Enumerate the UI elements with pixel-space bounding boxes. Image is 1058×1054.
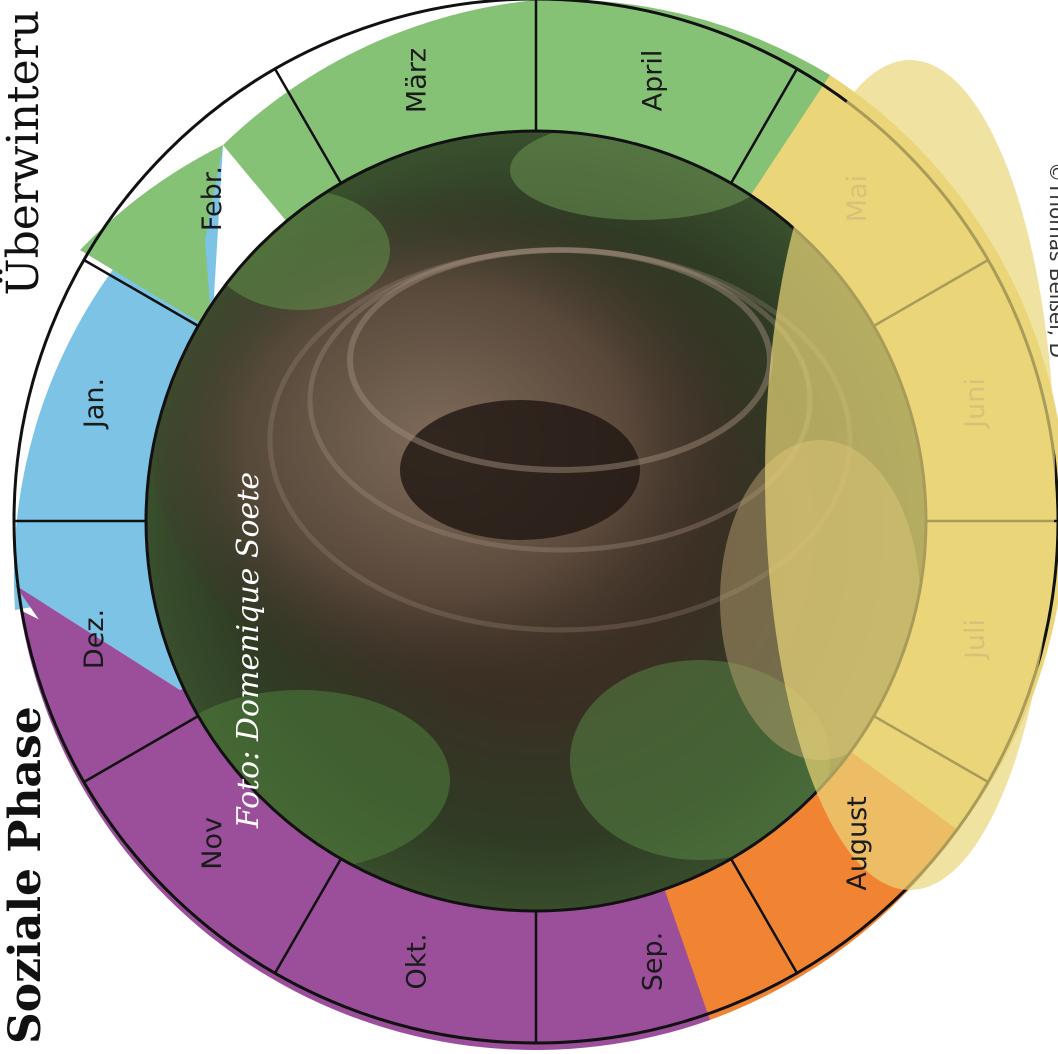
month-label-dez: Dez. (79, 609, 110, 669)
social-phase-title: Soziale Phase (0, 706, 51, 1044)
overwintering-title: Überwinteru (0, 10, 49, 295)
month-label-nov: Nov (197, 817, 228, 870)
month-label-juli: Juli (960, 619, 991, 661)
month-label-jan: Jan. (79, 378, 110, 430)
social-phase-overlay (765, 60, 1055, 890)
month-label-sep: Sep. (638, 932, 669, 991)
copyright-text: ©Thomas Beißel, D (1045, 162, 1058, 358)
month-label-maerz: März (402, 48, 433, 113)
photo-credit: Foto: Domenique Soete (231, 472, 266, 829)
month-label-juni: Juni (960, 378, 991, 430)
month-label-febr: Febr. (197, 166, 228, 231)
month-label-april: April (638, 50, 669, 112)
month-label-okt: Okt. (402, 933, 433, 989)
month-label-mai: Mai (842, 175, 873, 222)
month-label-august: August (842, 796, 873, 891)
